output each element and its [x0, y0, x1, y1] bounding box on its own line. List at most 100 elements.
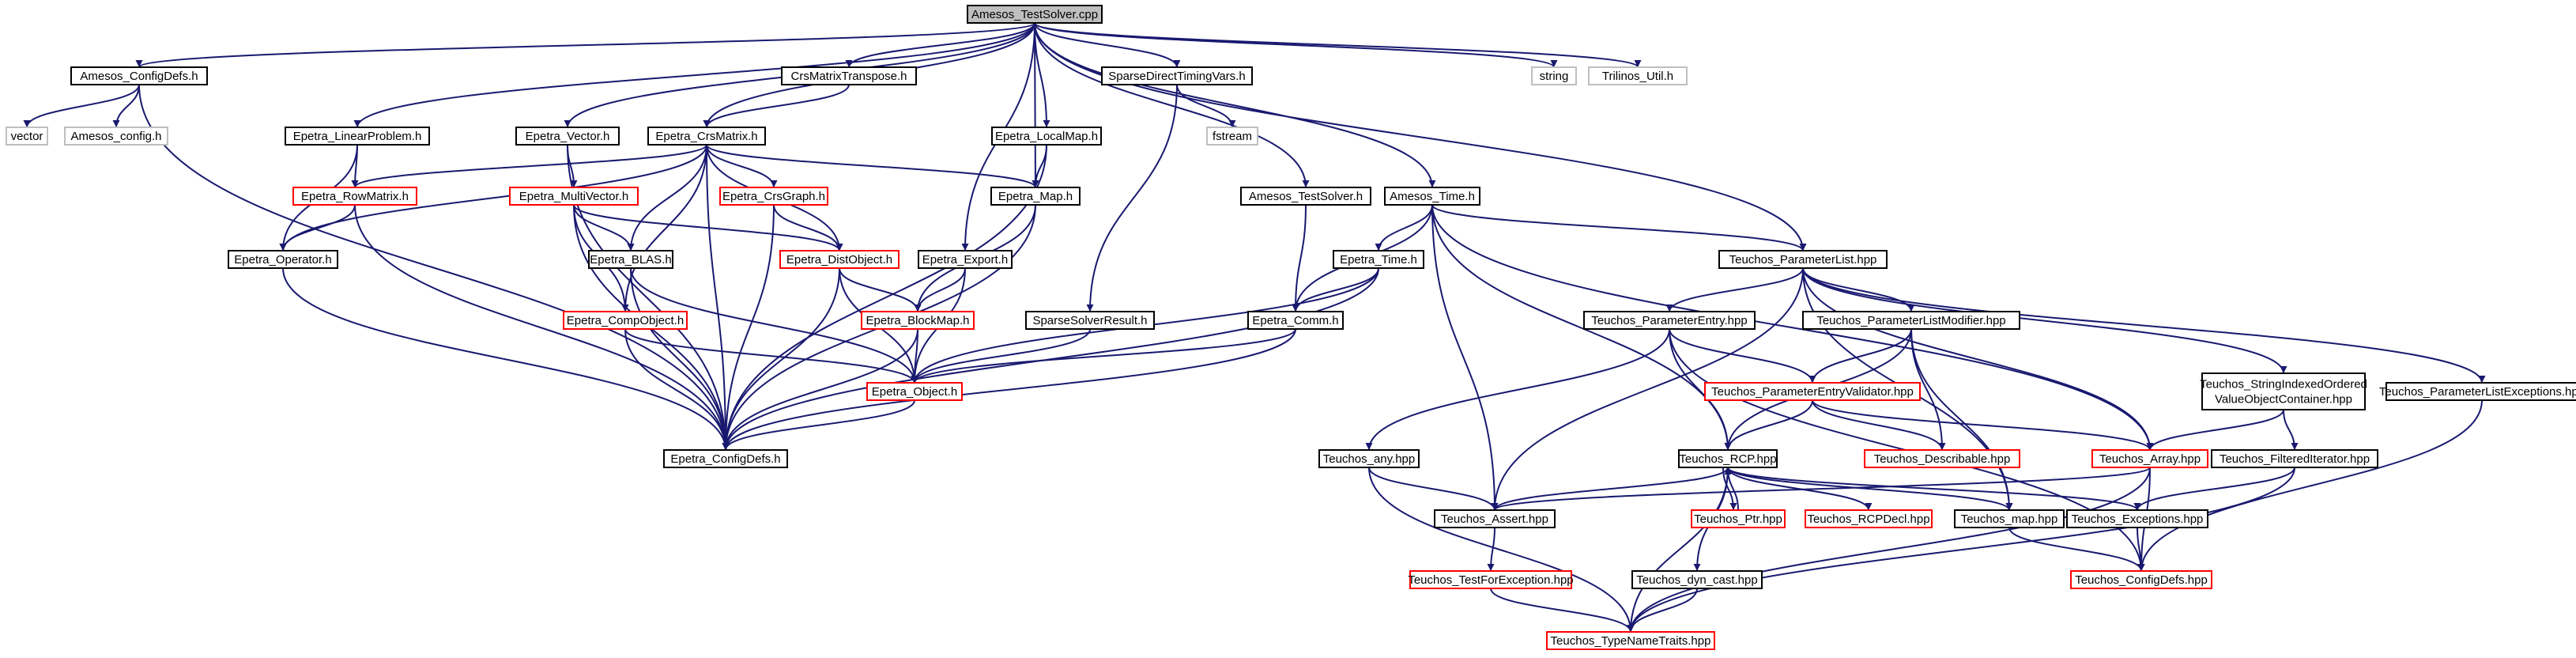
edge-testforexc-to-typenametraits	[1490, 588, 1635, 633]
node-label: Teuchos_RCP.hpp	[1679, 452, 1776, 466]
node-box	[1864, 449, 2020, 468]
node-fstream[interactable]: fstream	[1206, 127, 1258, 146]
node-teuchos-map[interactable]: Teuchos_map.hpp	[1954, 509, 2065, 528]
node-label: Teuchos_TestForException.hpp	[1408, 573, 1573, 587]
node-paramentryvalid[interactable]: Teuchos_ParameterEntryValidator.hpp	[1704, 382, 1921, 401]
node-teuchos-exceptions[interactable]: Teuchos_Exceptions.hpp	[2066, 509, 2208, 528]
node-root[interactable]: Amesos_TestSolver.cpp	[967, 5, 1103, 24]
node-epetra-comm[interactable]: Epetra_Comm.h	[1247, 311, 1344, 330]
edge-root-to-string	[1034, 22, 1558, 68]
edge-rowmatrix-to-operator	[279, 204, 356, 251]
node-rowmatrix[interactable]: Epetra_RowMatrix.h	[292, 187, 417, 206]
node-linearproblem[interactable]: Epetra_LinearProblem.h	[285, 127, 430, 146]
node-multivector[interactable]: Epetra_MultiVector.h	[509, 187, 639, 206]
node-label: Epetra_MultiVector.h	[519, 190, 628, 203]
node-box	[1583, 311, 1756, 330]
node-epetra-map[interactable]: Epetra_Map.h	[990, 187, 1081, 206]
node-rcpdecl[interactable]: Teuchos_RCPDecl.hpp	[1805, 509, 1933, 528]
node-epetra-vector[interactable]: Epetra_Vector.h	[515, 127, 620, 146]
node-testforexc[interactable]: Teuchos_TestForException.hpp	[1408, 570, 1574, 589]
node-paramentry[interactable]: Teuchos_ParameterEntry.hpp	[1583, 311, 1756, 330]
edge-paramlist-to-paramentry	[1665, 267, 1804, 312]
node-teuchos-configdefs[interactable]: Teuchos_ConfigDefs.hpp	[2070, 570, 2212, 589]
node-paramlistexc[interactable]: Teuchos_ParameterListExceptions.hpp	[2379, 382, 2576, 401]
node-paramlist[interactable]: Teuchos_ParameterList.hpp	[1718, 250, 1888, 269]
node-typenametraits[interactable]: Teuchos_TypeNameTraits.hpp	[1546, 631, 1715, 650]
node-describable[interactable]: Teuchos_Describable.hpp	[1864, 449, 2020, 468]
node-amesos-time[interactable]: Amesos_Time.h	[1384, 187, 1480, 206]
node-crsgraph[interactable]: Epetra_CrsGraph.h	[719, 187, 828, 206]
node-label: SparseDirectTimingVars.h	[1108, 70, 1245, 83]
node-epetra-configdefs[interactable]: Epetra_ConfigDefs.h	[663, 449, 788, 468]
node-localmap[interactable]: Epetra_LocalMap.h	[991, 127, 1102, 146]
node-export[interactable]: Epetra_Export.h	[918, 250, 1013, 269]
node-blas[interactable]: Epetra_BLAS.h	[588, 250, 673, 269]
node-box	[292, 187, 417, 206]
node-crstranspose[interactable]: CrsMatrixTranspose.h	[781, 66, 917, 85]
node-trilinos-util[interactable]: Trilinos_Util.h	[1588, 66, 1688, 85]
node-label: Epetra_CrsMatrix.h	[655, 130, 757, 143]
node-box	[228, 250, 338, 269]
node-label: Amesos_config.h	[70, 130, 161, 143]
node-compobject[interactable]: Epetra_CompObject.h	[563, 311, 688, 330]
edge-root-to-amesos-time	[1034, 22, 1436, 188]
node-filterediter[interactable]: Teuchos_FilteredIterator.hpp	[2211, 449, 2378, 468]
edge-paramentryvalid-to-describable	[1812, 399, 1946, 451]
node-distobject[interactable]: Epetra_DistObject.h	[779, 250, 900, 269]
node-operator[interactable]: Epetra_Operator.h	[228, 250, 338, 269]
edge-crsmatrix-to-compobject	[621, 144, 707, 312]
edge-sparseresult-to-epetra-object	[911, 328, 1091, 384]
node-teuchos-rcp[interactable]: Teuchos_RCP.hpp	[1678, 449, 1778, 468]
edge-teuchos-rcp-to-rcpdecl	[1727, 467, 1873, 511]
edge-amesos-time-to-paramlist	[1431, 204, 1807, 251]
edge-sparsetiming-to-sparseresult	[1086, 84, 1178, 312]
node-epetra-object[interactable]: Epetra_Object.h	[866, 382, 963, 401]
edge-root-to-configdefs	[135, 22, 1035, 68]
node-amesos-testsolver[interactable]: Amesos_TestSolver.h	[1240, 187, 1371, 206]
edge-stringindexed-to-filterediter	[2283, 409, 2299, 451]
node-sparseresult[interactable]: SparseSolverResult.h	[1025, 311, 1155, 330]
node-label: Teuchos_dyn_cast.hpp	[1636, 573, 1757, 587]
node-box	[1240, 187, 1371, 206]
node-box	[1954, 509, 2065, 528]
node-box	[2201, 372, 2366, 410]
node-amesos-config[interactable]: Amesos_config.h	[64, 127, 168, 146]
node-teuchos-ptr[interactable]: Teuchos_Ptr.hpp	[1691, 509, 1786, 528]
edge-crsmatrix-to-operator	[279, 144, 707, 251]
edge-paramentryvalid-to-teuchos-array	[1812, 399, 2154, 451]
node-vector[interactable]: vector	[6, 127, 48, 146]
node-box	[990, 187, 1081, 206]
node-dyncast[interactable]: Teuchos_dyn_cast.hpp	[1631, 570, 1763, 589]
node-box	[1434, 509, 1556, 528]
edge-crstranspose-to-crsmatrix	[703, 84, 850, 128]
node-box	[1531, 66, 1577, 85]
edge-teuchos-any-to-typenametraits	[1368, 467, 1635, 633]
node-label: Teuchos_any.hpp	[1323, 452, 1415, 466]
node-label: Teuchos_ParameterListModifier.hpp	[1816, 314, 2005, 327]
node-label: Teuchos_Exceptions.hpp	[2072, 512, 2204, 526]
node-epetra-time[interactable]: Epetra_Time.h	[1333, 250, 1424, 269]
node-box	[1025, 311, 1155, 330]
node-label: Amesos_TestSolver.cpp	[971, 8, 1098, 21]
node-teuchos-array[interactable]: Teuchos_Array.hpp	[2091, 449, 2208, 468]
node-box	[1206, 127, 1258, 146]
file-nodes: Amesos_TestSolver.cppAmesos_ConfigDefs.h…	[6, 5, 2576, 650]
node-crsmatrix[interactable]: Epetra_CrsMatrix.h	[647, 127, 766, 146]
edge-multivector-to-distobject	[573, 204, 843, 251]
node-sparsetiming[interactable]: SparseDirectTimingVars.h	[1101, 66, 1253, 85]
node-blockmap[interactable]: Epetra_BlockMap.h	[861, 311, 975, 330]
edge-configdefs-to-amesos-config	[112, 84, 140, 128]
edge-blas-to-epetra-object	[630, 267, 918, 384]
node-label: Epetra_Export.h	[922, 253, 1008, 267]
node-teuchos-any[interactable]: Teuchos_any.hpp	[1318, 449, 1420, 468]
node-teuchos-assert[interactable]: Teuchos_Assert.hpp	[1434, 509, 1556, 528]
edge-root-to-trilinos-util	[1034, 22, 1642, 68]
node-paramlistmod[interactable]: Teuchos_ParameterListModifier.hpp	[1802, 311, 2020, 330]
node-configdefs[interactable]: Amesos_ConfigDefs.h	[70, 66, 208, 85]
node-stringindexed[interactable]: Teuchos_StringIndexedOrderedValueObjectC…	[2200, 372, 2367, 410]
node-label: Epetra_BlockMap.h	[866, 314, 970, 327]
node-box	[6, 127, 48, 146]
node-string[interactable]: string	[1531, 66, 1577, 85]
edge-crsmatrix-to-blas	[627, 144, 707, 251]
edge-crsgraph-to-epetra-configdefs	[722, 204, 775, 451]
